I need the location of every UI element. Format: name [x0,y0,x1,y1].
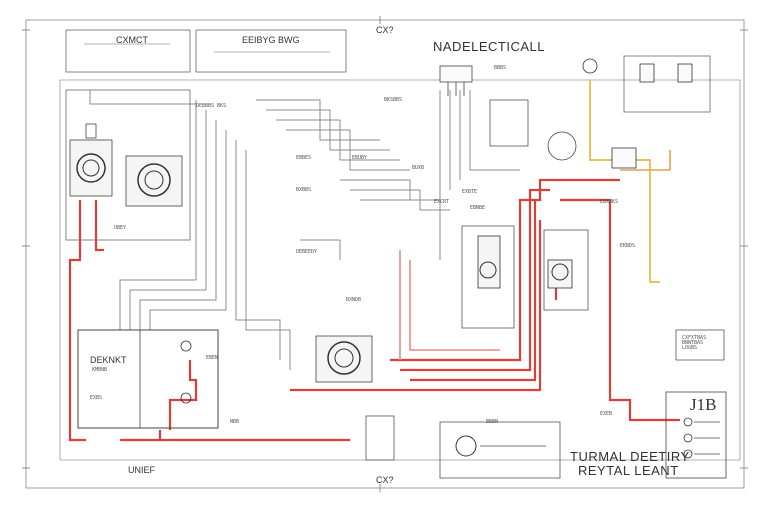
bottom-right-title-line1: TURMAL DEETIRY [570,449,690,464]
red-wires-light [399,250,500,360]
top-center-mark: CX? [376,25,394,35]
small-label: EBUBY [352,155,368,161]
yellow-wire [589,80,660,283]
small-label: BUXB [412,165,425,171]
small-label: EXCRT [434,199,450,205]
header-box-left [65,29,191,73]
small-label: BXNDB [346,297,362,303]
right-note-box [675,329,725,361]
meter-panel-2 [543,229,589,311]
right-relay [611,147,637,169]
right-note: CXFXTBAS BNNTBAS LOGBS [682,335,707,351]
center-gauge [547,131,577,161]
small-label: DEBBBS BKS [196,103,227,109]
small-label: BKSBBS [384,97,403,103]
top-connector [439,65,473,83]
small-label: EXEB [600,411,613,417]
small-label: BXBBS [296,187,312,193]
red-wires [68,178,680,442]
header-box-mid-label: EEIBYG BWG [242,35,300,45]
center-module [489,99,529,147]
small-label: EBEN [206,355,219,361]
top-right-knob [582,58,598,74]
header-box-left-label: CXMCT [116,35,148,45]
bottom-center-mark: CX? [376,475,394,485]
small-label: EKBDS [620,243,636,249]
left-panel-label: DEKNKT [90,355,127,365]
frame-lines [59,79,741,461]
small-label: EBBES [296,155,312,161]
j1b-panel [665,391,727,479]
orange-wire [620,150,671,171]
small-label: DEBEEDY [296,249,318,255]
diagram-border [25,19,745,489]
fan-center [315,335,373,383]
small-label: EXBS [90,395,103,401]
diagram-title: NADELECTICALL [433,39,545,54]
bottom-right-title-line2: REYTAL LEANT [578,463,679,478]
small-label: UBEY [114,225,127,231]
bottom-left-label: UNIEF [128,465,155,475]
bottom-assembly [439,421,561,479]
small-label: EBNBE [470,205,486,211]
j1b-label: J1B [690,395,717,414]
left-panel [77,329,219,429]
small-label: NBB [230,419,240,425]
grey-wire-bundle [89,90,520,370]
small-label: BBBS [494,65,507,71]
header-box-mid [195,29,347,73]
small-label: EBXBKS [600,199,619,205]
border-ticks [22,16,748,492]
meter-panel [461,225,515,329]
small-label: EXBTE [462,189,478,195]
left-unit-box [65,89,191,241]
left-panel-sublabel: KMBNB [92,367,108,373]
bottom-box [365,415,395,461]
top-right-relay-box [623,55,711,113]
small-label: BBBN [486,419,499,425]
